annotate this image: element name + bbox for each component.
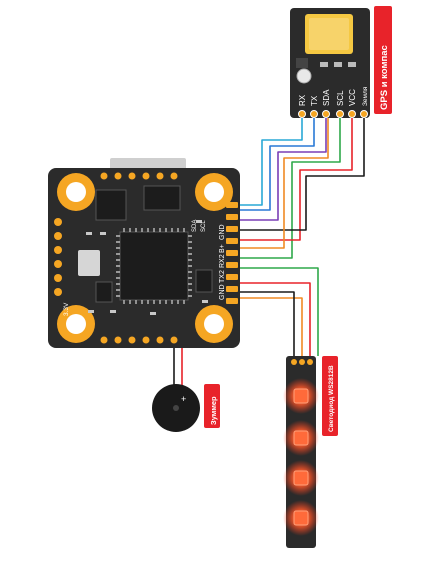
wire-orange-top (238, 118, 329, 249)
gps-pins (298, 110, 368, 118)
fc-pin-scl: SCL (201, 220, 207, 232)
gps-title: GPS и компас (379, 45, 390, 110)
gps-pin-sda: SDA (322, 89, 331, 106)
gps-pin-scl: SCL (336, 90, 345, 106)
wire-tx-purple (238, 118, 327, 221)
led-1 (293, 388, 309, 404)
gps-pin-vcc: VCC (348, 89, 357, 106)
led-tag (322, 356, 338, 436)
mounting-holes (57, 173, 233, 343)
wire-led-green (238, 267, 319, 356)
buzzer-label: Зуммер (209, 396, 218, 425)
fc-pin-rx2: RX2 (219, 254, 226, 268)
led-3 (293, 470, 309, 486)
gps-tag (374, 6, 392, 114)
buzzer-plus: + (181, 394, 186, 404)
buzzer-tag (204, 384, 220, 428)
baro-sensor (78, 250, 100, 276)
fc-left-pads (54, 218, 62, 296)
fc-pin-tx2: TX2 (219, 270, 226, 283)
wire-vcc-red (238, 118, 353, 241)
compass-chip (296, 58, 308, 68)
gyro-chip (95, 189, 127, 221)
osd-chip (143, 185, 181, 211)
led-4 (293, 510, 309, 526)
fc-pin-gnd: GND (219, 284, 226, 300)
led-label: Светодиод WS2812B (328, 365, 335, 432)
gps-module: RX TX SDA SCL VCC Земля GPS и компас (290, 6, 392, 118)
gps-pin-gnd: Земля (362, 86, 369, 106)
wire-led-orange (238, 297, 303, 356)
mcu-chip (119, 231, 189, 301)
buzzer: + Зуммер (152, 384, 220, 432)
wire-led-red (238, 282, 311, 356)
smd-components (86, 220, 208, 315)
gps-pin-rx: RX (298, 94, 307, 106)
fc-pin-gnd2: GND (219, 224, 226, 240)
wire-led-black (238, 291, 295, 356)
fc-top-pads (100, 172, 178, 180)
gps-pin-tx: TX (310, 95, 319, 106)
fc-bottom-pads (100, 336, 178, 344)
fc-right-pads (226, 202, 238, 304)
fc-voltage-label: 3.3V (63, 302, 70, 316)
led-strip-pads (291, 359, 313, 365)
leds (293, 388, 309, 526)
wire-gnd-black (238, 118, 365, 231)
mcu-pins (116, 228, 192, 304)
fc-pin-sda: SDA (192, 220, 198, 232)
wire-scl-blue (235, 118, 315, 211)
wire-sda-cyan (235, 118, 303, 206)
flight-controller: SDA SCL GND TX2 RX2 B+ GND 3.3V (48, 158, 240, 348)
fc-pin-bplus: B+ (219, 244, 226, 253)
led-strip: Светодиод WS2812B (283, 356, 338, 548)
wire-rx-green (238, 118, 341, 259)
gps-led (296, 68, 312, 84)
led-2 (293, 430, 309, 446)
